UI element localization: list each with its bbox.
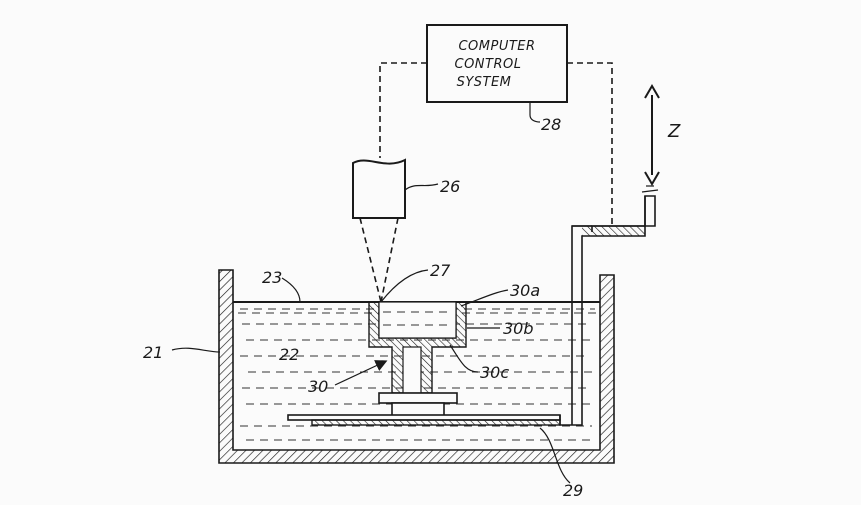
vat-container [218, 269, 615, 464]
label-z: Z [667, 121, 681, 142]
label-29: 29 [563, 481, 583, 500]
label-30c: 30c [480, 363, 509, 382]
elevator-platform [287, 185, 659, 426]
box-text-line3: SYSTEM [457, 75, 512, 90]
label-30b: 30b [503, 319, 534, 338]
label-27: 27 [430, 261, 451, 280]
label-30a: 30a [510, 281, 540, 300]
label-28: 28 [541, 115, 561, 134]
z-axis-arrow: Z [644, 84, 681, 186]
label-26: 26 [440, 177, 460, 196]
label-30: 30 [308, 377, 328, 396]
label-22: 22 [279, 345, 299, 364]
leader-lines [171, 102, 571, 484]
control-signal-lines [379, 62, 613, 226]
label-21: 21 [143, 343, 163, 362]
reference-numerals: 21 22 23 26 27 28 29 30 30a 30b 30c [143, 115, 583, 500]
computer-control-system-box: COMPUTER CONTROL SYSTEM [426, 24, 568, 103]
formed-object [368, 301, 467, 418]
box-text-line2: CONTROL [455, 57, 522, 72]
label-23: 23 [262, 268, 282, 287]
light-source [352, 158, 406, 219]
box-text-line1: COMPUTER [458, 39, 535, 54]
light-beam [359, 217, 399, 303]
